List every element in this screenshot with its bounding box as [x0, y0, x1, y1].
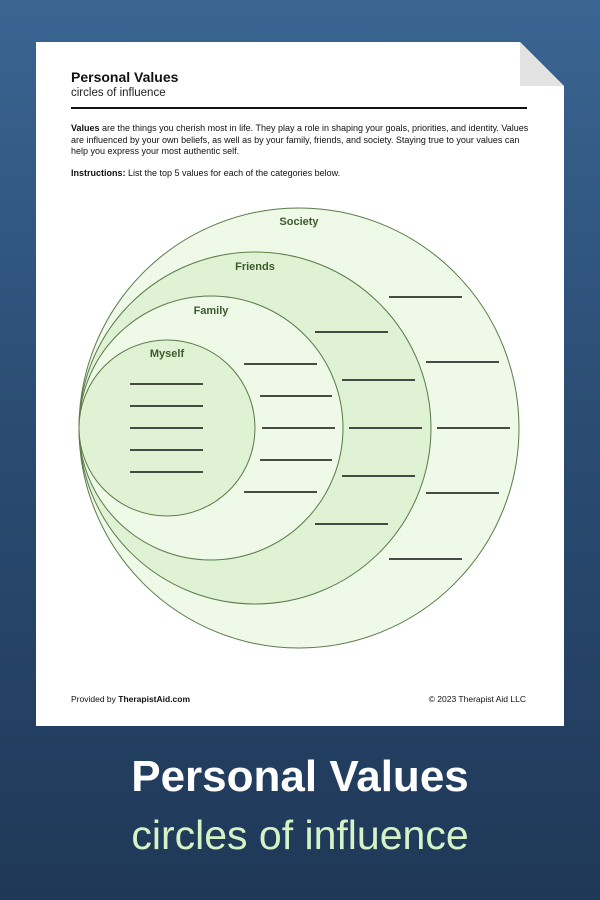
footer-provider: Provided by TherapistAid.com	[71, 694, 190, 704]
banner-title: Personal Values	[131, 752, 469, 801]
label-family: Family	[194, 305, 230, 317]
page-fold-corner	[520, 42, 564, 86]
footer-copyright: © 2023 Therapist Aid LLC	[428, 694, 526, 704]
label-friends: Friends	[235, 261, 275, 273]
instructions-label: Instructions:	[71, 168, 126, 178]
banner-subtitle: circles of influence	[131, 812, 469, 858]
footer-brand-link[interactable]: TherapistAid.com	[118, 694, 191, 704]
intro-text: are the things you cherish most in life.…	[71, 123, 529, 156]
instructions: Instructions: List the top 5 values for …	[71, 168, 529, 178]
instructions-text: List the top 5 values for each of the ca…	[125, 168, 341, 178]
footer-provided-prefix: Provided by	[71, 694, 119, 704]
worksheet-page: Personal Values circles of influence Val…	[36, 42, 564, 726]
intro-bold-term: Values	[71, 123, 100, 133]
worksheet-title: Personal Values	[71, 69, 179, 85]
intro-paragraph: Values are the things you cherish most i…	[71, 123, 529, 158]
label-myself: Myself	[150, 348, 185, 360]
circles-diagram: Society Friends Family Myself	[78, 207, 520, 649]
worksheet-subtitle: circles of influence	[71, 87, 166, 99]
title-divider	[71, 107, 527, 109]
label-society: Society	[279, 216, 319, 228]
